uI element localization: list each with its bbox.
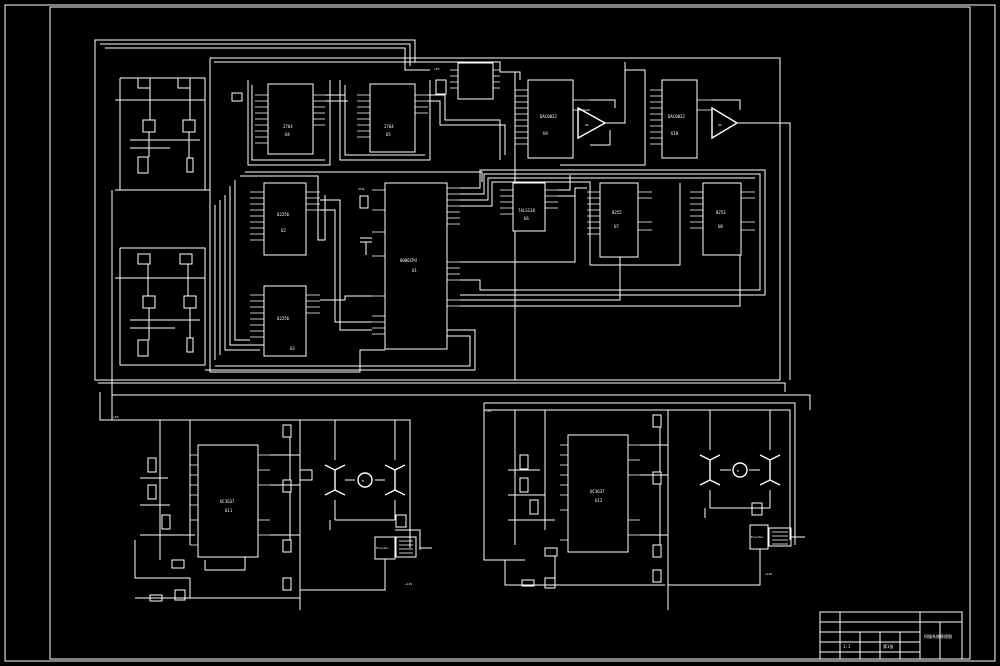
chip-u5-ref: U5 [386, 132, 391, 137]
title-block-scale: 1:1 [843, 644, 851, 649]
decoder-u6: 74LS138 U6 [500, 182, 558, 232]
vcc-left-label: +5V [113, 415, 119, 419]
chip-u5-label: 2764 [384, 124, 394, 129]
chip-u3-label: 62256 [277, 316, 290, 321]
vcc-right-label: +5V [486, 409, 492, 413]
dac-u10-ref: U10 [671, 131, 679, 136]
pwm-u11-label: UC3637 [220, 499, 235, 504]
pwm-u12-ref: U12 [595, 498, 603, 503]
dac-u9-label: DAC0832 [540, 114, 557, 119]
motor-drive-right: +5V UC3637 U12 M Encoder +12V [483, 402, 805, 610]
vcc12-left-label: +12V [405, 582, 412, 586]
outer-frame [4, 4, 996, 662]
chip-u3: 62256 U3 [250, 285, 320, 357]
io-u7: 8255 U7 [587, 182, 652, 258]
motor-right-symbol [732, 462, 748, 478]
pwm-u11-body [197, 444, 259, 558]
dac-u10: DAC0832 U10 OA [560, 69, 791, 380]
pwm-u12-label: UC3637 [590, 489, 605, 494]
chip-u4: 2764 U4 [255, 83, 325, 155]
cpu-u1: 8086CPU U1 XTAL [358, 182, 460, 350]
io-u7-ref: U7 [614, 224, 619, 229]
motor-right-label: M [737, 469, 739, 473]
chip-u4-ref: U4 [285, 132, 290, 137]
amp-a-label: OA [585, 123, 589, 127]
pwm-u12-body [567, 434, 629, 553]
io-u8-label: 8253 [716, 210, 726, 215]
power-supply-block-top [115, 77, 210, 191]
cpu-u1-label: 8086CPU [400, 258, 417, 263]
chip-u2-ref: U2 [281, 228, 286, 233]
chip-u2-label: 62256 [277, 212, 290, 217]
crystal-label: XTAL [358, 187, 365, 191]
io-u8-ref: U8 [718, 224, 723, 229]
encoder-right-label: Encoder [751, 535, 764, 539]
io-u8: 8253 U8 [690, 182, 755, 256]
dac-u9: DAC0832 U9 OA [515, 62, 626, 159]
encoder-left-label: Encoder [376, 546, 389, 550]
motor-drive-left: +5V UC3637 U11 M [99, 392, 811, 610]
encoder-right [749, 524, 769, 550]
dac-u9-ref: U9 [543, 131, 548, 136]
amp-b-label: OA [718, 123, 722, 127]
dac-u10-label: DAC0832 [668, 114, 685, 119]
power-supply-block-bottom [111, 190, 206, 395]
motor-left-symbol [357, 472, 373, 488]
digital-controller-section: 2764 U4 2764 U5 +5V DAC0832 U9 OA [94, 39, 791, 395]
decoder-ref: U6 [524, 216, 529, 221]
decoder-label: 74LS138 [518, 208, 535, 213]
connector-top: +5V [231, 62, 500, 102]
vcc12-right-label: +12V [765, 572, 772, 576]
chip-u2: 62256 U2 [250, 182, 320, 256]
title-block: 伺服系统原理图 1:1 第1张 [819, 611, 963, 660]
inner-frame [49, 6, 971, 660]
cpu-u1-ref: U1 [412, 268, 417, 273]
motor-left-label: M [362, 479, 364, 483]
chip-u4-label: 2764 [283, 124, 293, 129]
title-block-title: 伺服系统原理图 [924, 633, 952, 639]
vcc-label-top: +5V [434, 67, 440, 71]
pwm-u11-ref: U11 [225, 508, 233, 513]
title-block-sheet: 第1张 [883, 643, 893, 649]
io-u7-label: 8255 [612, 210, 622, 215]
chip-u5: 2764 U5 [357, 83, 428, 153]
chip-u3-ref: U3 [290, 346, 295, 351]
